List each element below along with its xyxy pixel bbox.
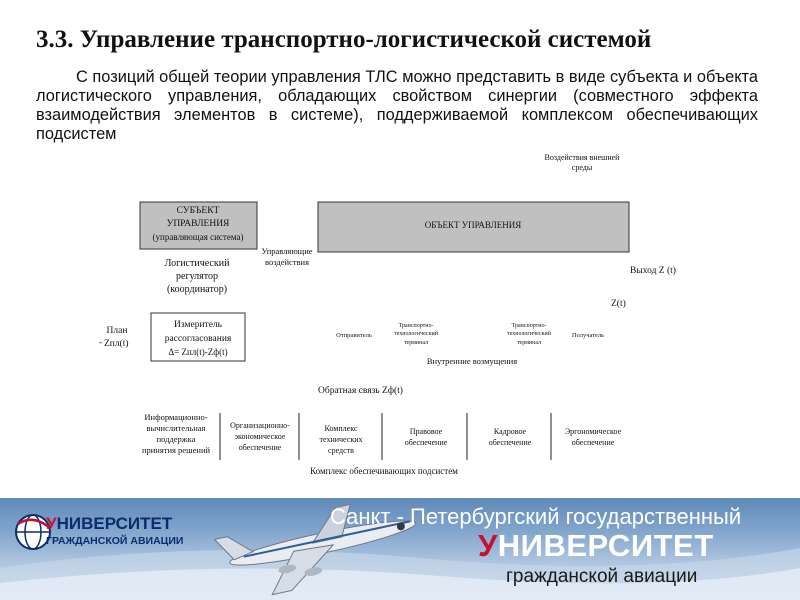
subsystem-1-label-3: поддержка [157, 434, 196, 444]
regulator-label-1: Логистический [165, 258, 231, 269]
subject-label-3: (управляющая система) [153, 232, 244, 242]
banner-initial: У [478, 528, 498, 563]
logo-title-initial: У [46, 514, 57, 533]
external-influence-label-2: среды [572, 163, 593, 172]
control-actions-label: Управляющие [261, 246, 312, 256]
subsystem-2-label-1: Организационно- [230, 421, 290, 430]
plan-value: Zпл(t) [104, 338, 129, 349]
logo-title: УНИВЕРСИТЕТ [46, 514, 172, 534]
receiver-label: Получатель [572, 332, 604, 339]
banner-university-word: НИВЕРСИТЕТ [497, 528, 714, 563]
university-banner: УНИВЕРСИТЕТ ГРАЖДАНСКОЙ АВИАЦИИ Санкт - … [0, 498, 800, 600]
subject-label-2: УПРАВЛЕНИЯ [167, 219, 230, 229]
meter-label-2: рассогласования [165, 334, 232, 344]
zt-label: Z(t) [611, 298, 626, 309]
regulator-label-3: (координатор) [167, 284, 227, 295]
object-label: ОБЪЕКТ УПРАВЛЕНИЯ [425, 220, 521, 230]
meter-label-1: Измеритель [174, 320, 223, 330]
subsystem-4-label-2: обеспечение [405, 438, 448, 447]
subsystem-6-label-2: обеспечение [572, 438, 615, 447]
plan-label: План [107, 326, 128, 336]
feedback-label: Обратная связь Zф(t) [318, 385, 403, 396]
banner-university-line-3: гражданской авиации [506, 566, 698, 587]
subject-label-1: СУБЪЕКТ [177, 206, 220, 216]
subsystem-3-label-1: Комплекс [325, 424, 358, 433]
internal-disturbances-label: Внутренние возмущения [427, 356, 517, 366]
output-label: Выход Z (t) [630, 265, 676, 276]
terminal-1-label-1: Транспортно- [399, 323, 434, 329]
subsystem-6-label-1: Эргономическое [565, 427, 622, 436]
airplane-icon [213, 503, 417, 596]
subsystem-4-label-1: Правовое [410, 427, 443, 436]
terminal-2-label-1: Транспортно- [512, 323, 547, 329]
terminal-1-label-2: технологический [394, 330, 439, 337]
object-box [317, 201, 630, 253]
slide-title: 3.3. Управление транспортно-логистическо… [36, 26, 652, 53]
terminal-2-label-2: технологический [507, 330, 552, 337]
external-influence-label: Воздействия внешней [545, 153, 621, 162]
sender-label: Отправитель [336, 332, 372, 339]
banner-university-line-1: Санкт - Петербургский государственный [330, 504, 742, 529]
terminal-2-label-3: терминал [517, 340, 541, 346]
intro-text: С позиций общей теории управления ТЛС мо… [36, 68, 758, 143]
subsystem-1-label-2: вычислительная [147, 423, 206, 433]
subsystem-5-label-1: Кадровое [494, 427, 527, 436]
regulator-label-2: регулятор [176, 271, 218, 282]
meter-box [150, 312, 246, 362]
subsystem-3-label-2: технических [320, 435, 363, 444]
complex-label: Комплекс обеспечивающих подсистем [310, 466, 458, 476]
subject-box [139, 201, 258, 250]
logo-title-rest: НИВЕРСИТЕТ [56, 514, 173, 533]
plan-dash: - [99, 338, 102, 348]
subsystem-1-label-1: Информационно- [144, 412, 207, 422]
subsystem-2-label-3: обеспечение [239, 443, 282, 452]
globe-logo-icon [15, 514, 51, 550]
banner-university-line-2: УНИВЕРСИТЕТ [478, 528, 714, 564]
meter-label-3: Δ= Zпл(t)-Zф(t) [168, 347, 227, 357]
subsystem-3-label-3: средств [328, 446, 354, 455]
university-logo [12, 512, 162, 552]
subsystem-1-label-4: принятия решений [142, 445, 211, 455]
airplane-graphic [0, 503, 800, 600]
intro-paragraph: С позиций общей теории управления ТЛС мо… [36, 68, 758, 144]
subsystem-5-label-2: обеспечение [489, 438, 532, 447]
logo-subtitle: ГРАЖДАНСКОЙ АВИАЦИИ [46, 535, 184, 547]
subsystem-2-label-2: экономическое [235, 432, 286, 441]
control-actions-label-2: воздействия [265, 257, 309, 267]
terminal-1-label-3: терминал [404, 340, 428, 346]
